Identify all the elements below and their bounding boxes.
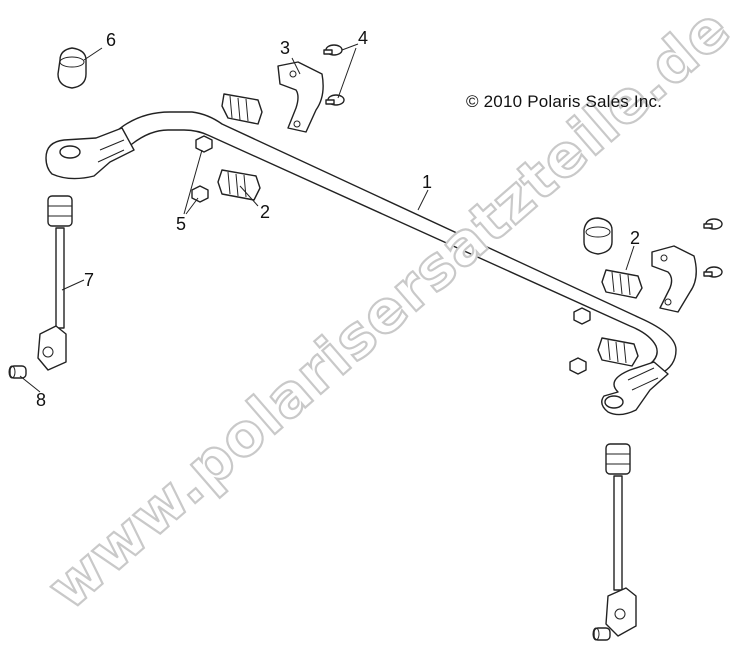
bolt-right-a: [703, 218, 723, 230]
nut-a: [195, 135, 213, 153]
callout-6: 6: [106, 30, 116, 50]
sleeve-left: [8, 365, 27, 379]
callout-7: 7: [84, 270, 94, 290]
bushing-right-upper: [601, 269, 643, 299]
callout-2-right: 2: [630, 228, 640, 248]
bushing-upper-left: [221, 93, 263, 125]
bolt-upper-b: [325, 94, 345, 106]
copyright-notice: © 2010 Polaris Sales Inc.: [466, 92, 663, 111]
sleeve-right: [592, 627, 611, 641]
nut-d: [569, 357, 587, 375]
callout-5: 5: [176, 214, 186, 234]
callout-3: 3: [280, 38, 290, 58]
link-right: [605, 443, 637, 637]
callout-1: 1: [422, 172, 432, 192]
callout-2-left: 2: [260, 202, 270, 222]
callout-8: 8: [36, 390, 46, 410]
bolt-right-b: [703, 266, 723, 278]
callout-4: 4: [358, 28, 368, 48]
stabilizer-bar: [45, 111, 677, 416]
nut-c: [573, 307, 591, 325]
link-left: [37, 195, 73, 371]
bolt-upper-a: [323, 44, 343, 56]
clamp-right: [651, 245, 697, 313]
bushing-lower-left: [217, 169, 261, 201]
cap-right: [583, 217, 613, 255]
nut-b: [191, 185, 209, 203]
leader-lines: [19, 43, 635, 393]
cap-left: [57, 47, 87, 89]
bushing-right-lower: [597, 337, 639, 367]
clamp-left: [277, 61, 324, 133]
